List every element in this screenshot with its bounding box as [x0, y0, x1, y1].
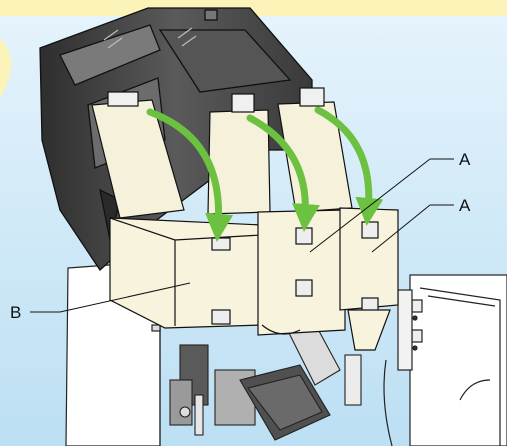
canister-flaps	[91, 87, 353, 219]
arrow-1	[146, 108, 234, 242]
arrow-2	[246, 114, 320, 232]
callout-a-lower: A	[459, 196, 471, 215]
left-tab	[0, 38, 11, 98]
arrow-3	[314, 106, 384, 226]
leader-lines	[30, 158, 454, 313]
machine-body	[65, 261, 507, 446]
callout-a-upper: A	[459, 150, 471, 169]
callout-b: B	[10, 303, 21, 322]
top-banner	[0, 0, 507, 16]
close-lid-arrows	[146, 106, 384, 242]
